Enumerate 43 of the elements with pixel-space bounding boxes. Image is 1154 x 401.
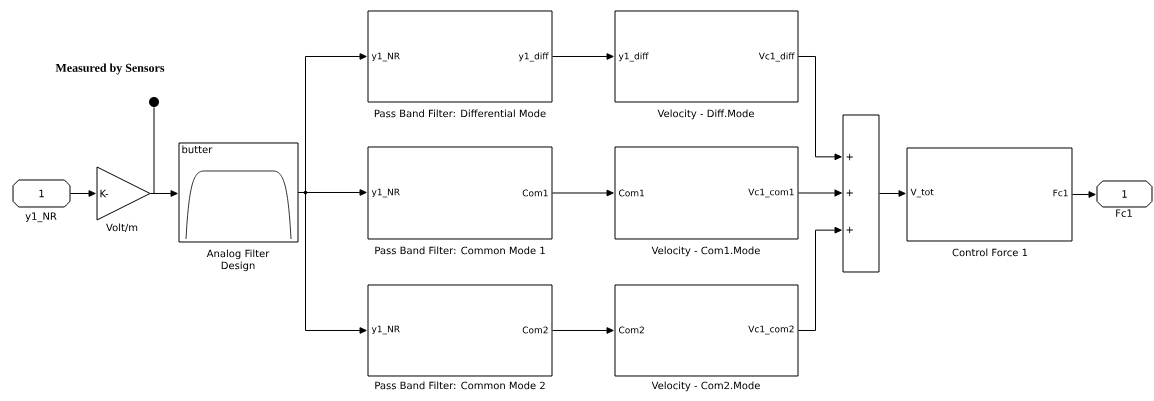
- port-label: y1_NR: [371, 325, 400, 335]
- block-caption: Velocity - Diff.Mode: [657, 109, 754, 120]
- port-label: V_tot: [910, 188, 934, 198]
- block-caption: Volt/m: [106, 223, 138, 232]
- block-caption: Analog Filter Design: [206, 249, 270, 272]
- block-caption: Velocity - Com1.Mode: [651, 246, 760, 257]
- signal-arrow: [298, 192, 367, 334]
- block-caption: Control Force 1: [952, 248, 1028, 257]
- port-label: Vc1_diff: [758, 52, 795, 62]
- block-caption: Pass Band Filter: Common Mode 2: [375, 381, 545, 390]
- port-label: y1_NR: [371, 52, 400, 62]
- annotation-label: Measured by Sensors: [55, 63, 165, 75]
- port-label: Vc1_com1: [748, 188, 794, 198]
- port-label: y1_diff: [518, 52, 549, 62]
- block-caption: Pass Band Filter: Differential Mode: [374, 109, 546, 118]
- port-label: Fc1: [1053, 189, 1068, 197]
- signal-arrow: [552, 189, 614, 197]
- block-caption: Velocity - Com2.Mode: [651, 381, 760, 392]
- signal-arrow: [70, 190, 96, 197]
- port-label: y1_NR: [371, 188, 400, 198]
- signal-arrow: [1072, 191, 1096, 198]
- port-block: 1: [12, 179, 71, 208]
- signal-arrow: [552, 327, 614, 334]
- block-caption: Pass Band Filter: Common Mode 1: [375, 246, 545, 255]
- port-label: Com2: [619, 326, 644, 334]
- port-label: Vc1_com2: [748, 325, 794, 335]
- block-caption: y1_NR: [25, 212, 57, 223]
- port-label: Com2: [522, 326, 548, 334]
- signal-arrow: [552, 53, 614, 60]
- block-caption: Fc1: [1116, 209, 1132, 217]
- port-block: 1: [1096, 180, 1153, 208]
- signal-arrow: [798, 226, 842, 331]
- port-label: Com1: [619, 189, 644, 197]
- gain-label: K-: [100, 189, 109, 198]
- port-label: Com1: [522, 189, 548, 197]
- signal-arrow: [879, 190, 906, 197]
- signal-arrow: [798, 56, 842, 161]
- sign-label: +: [846, 189, 853, 197]
- sign-label: +: [846, 226, 853, 234]
- port-label: y1_diff: [618, 52, 649, 62]
- sign-label: +: [846, 153, 853, 161]
- signal-arrow: [798, 189, 842, 197]
- block-label: butter: [182, 145, 213, 154]
